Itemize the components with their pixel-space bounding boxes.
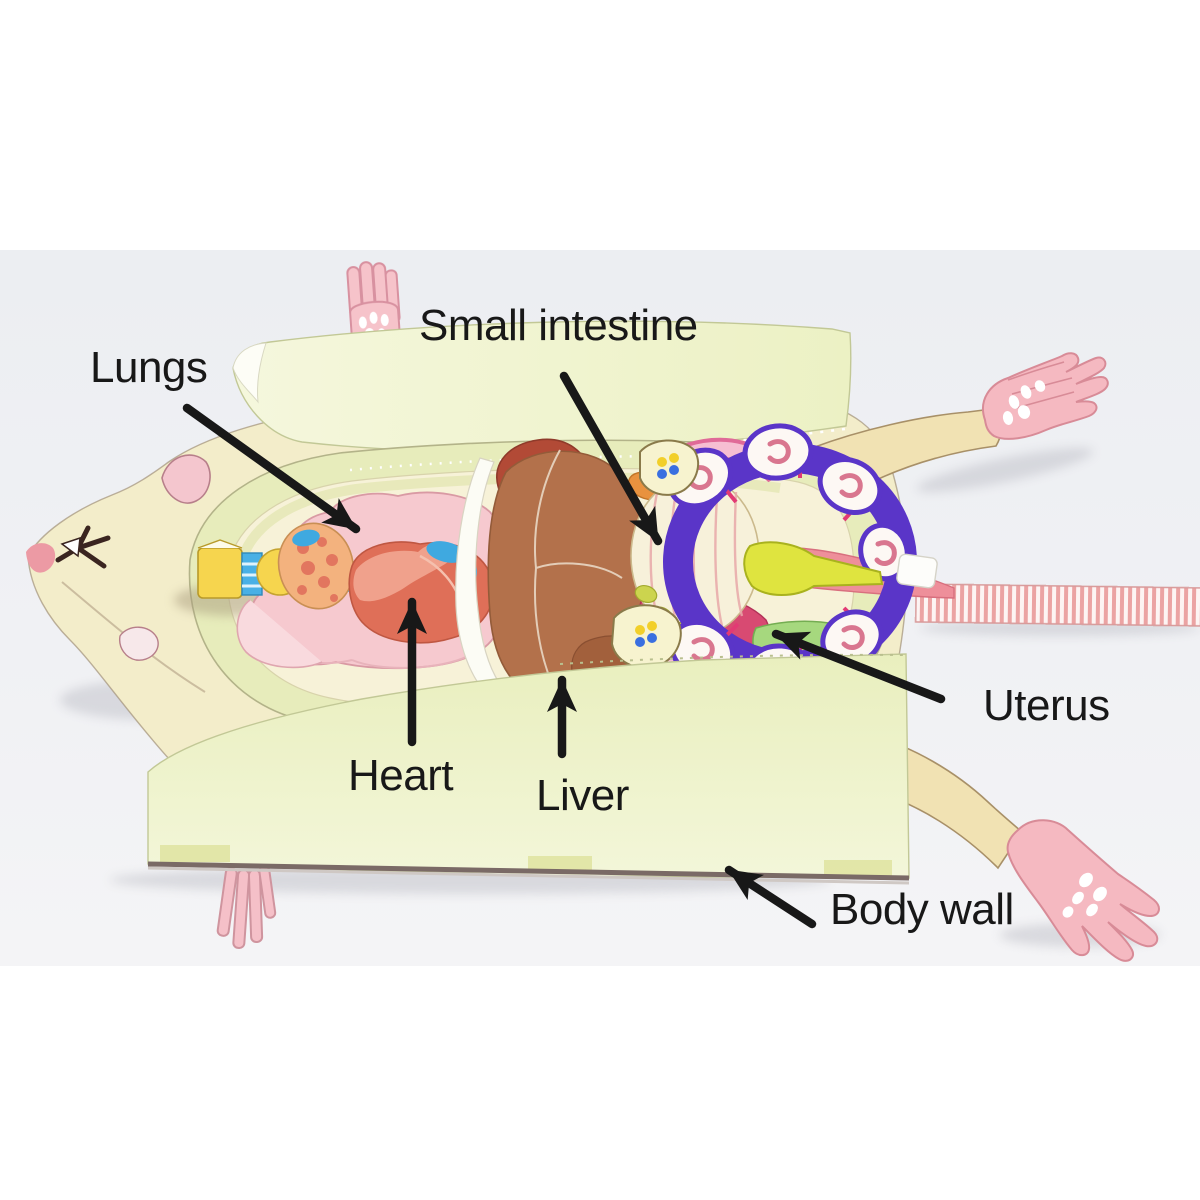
liver bbox=[487, 449, 646, 701]
label-heart: Heart bbox=[348, 751, 454, 800]
ovaries bbox=[610, 439, 700, 669]
arrow-body-wall bbox=[724, 865, 817, 929]
hind-right-foot bbox=[1006, 819, 1160, 962]
ear-lower-icon bbox=[119, 626, 159, 661]
tail bbox=[914, 583, 1200, 627]
label-small-intestine: Small intestine bbox=[419, 301, 698, 350]
nose-icon bbox=[26, 543, 56, 573]
hind-right-leg bbox=[871, 734, 1024, 870]
arrow-uterus bbox=[771, 629, 946, 704]
hind-left-toes bbox=[216, 865, 277, 949]
eye-icon bbox=[55, 525, 111, 569]
bladder bbox=[743, 541, 884, 596]
rat-model-illustration bbox=[26, 261, 1200, 962]
ear-icon bbox=[161, 454, 211, 504]
label-uterus: Uterus bbox=[983, 681, 1110, 730]
photo-background bbox=[0, 250, 1200, 966]
label-lungs: Lungs bbox=[90, 343, 208, 392]
label-liver: Liver bbox=[536, 771, 629, 820]
arrow-small-intestine bbox=[559, 371, 663, 546]
body-wall-flap-bottom bbox=[147, 653, 910, 885]
front-right-paw bbox=[982, 352, 1109, 440]
label-body-wall: Body wall bbox=[830, 885, 1014, 934]
body-wall-flap-top bbox=[232, 320, 852, 457]
arrow-lungs bbox=[182, 403, 361, 534]
